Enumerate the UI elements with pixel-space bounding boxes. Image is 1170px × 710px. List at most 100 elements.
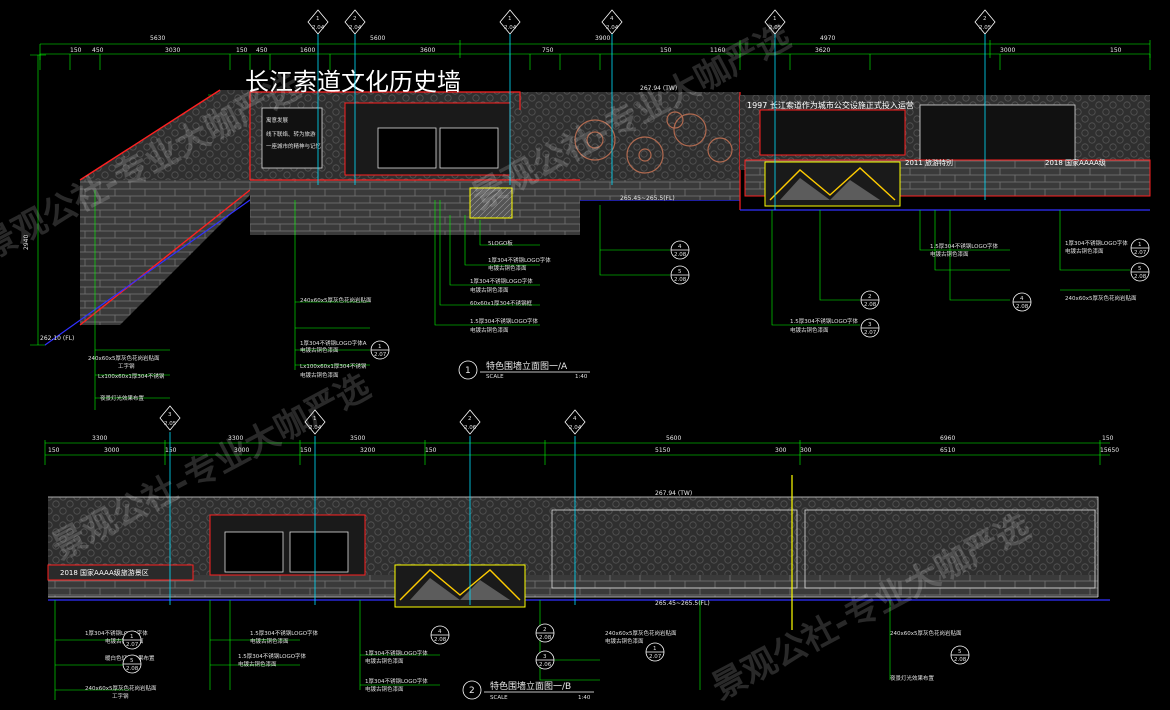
svg-text:240x60x5厚灰色花岗岩贴面: 240x60x5厚灰色花岗岩贴面 (1065, 294, 1137, 302)
dim-mid-6: 1600 (300, 47, 315, 54)
svg-text:3: 3 (168, 412, 172, 418)
right-display-1 (759, 109, 906, 156)
svg-text:2: 2 (868, 294, 872, 300)
svg-text:夜景灯光效果布置: 夜景灯光效果布置 (890, 674, 935, 682)
svg-text:电镀古铜色漆面: 电镀古铜色漆面 (1065, 247, 1104, 255)
svg-text:1: 1 (316, 16, 320, 22)
svg-text:150: 150 (1102, 435, 1114, 442)
slope-wall (80, 180, 250, 325)
wall-brick-2 (48, 575, 1098, 597)
svg-text:6960: 6960 (940, 435, 955, 442)
sign-2018-2: 2018 国家AAAA级旅游景区 (60, 568, 149, 577)
svg-text:2.08: 2.08 (539, 635, 552, 641)
leader-lines-1 (94, 190, 1130, 410)
notice-line-1: 寓意发展 (266, 116, 289, 124)
svg-text:2.08: 2.08 (954, 657, 967, 663)
dim-mid-8: 750 (542, 47, 554, 54)
svg-text:1: 1 (773, 16, 777, 22)
svg-text:2.05: 2.05 (979, 25, 992, 31)
svg-text:1.5厚304不锈钢LOGO字体: 1.5厚304不锈钢LOGO字体 (930, 242, 999, 250)
mountain-fill-1 (780, 178, 880, 200)
slope-outline (79, 89, 251, 326)
svg-text:2.06: 2.06 (464, 425, 477, 431)
notice-line-2: 线下联络、转为旅游 (266, 130, 316, 138)
svg-text:1: 1 (378, 344, 382, 350)
detail-refs-1: 12.07 42.08 52.08 22.08 32.07 42.08 12.0… (370, 238, 1150, 360)
svg-text:150: 150 (48, 447, 60, 454)
svg-text:2.07: 2.07 (1134, 250, 1147, 256)
svg-text:5: 5 (958, 649, 962, 655)
elevation-panel-2: 3300 3300 3500 5600 6960 150 150 3000 15… (44, 405, 1119, 701)
svg-text:1.5厚304不锈钢LOGO字体: 1.5厚304不锈钢LOGO字体 (470, 317, 539, 325)
svg-text:2: 2 (983, 16, 987, 22)
svg-text:2: 2 (469, 686, 475, 696)
svg-text:2: 2 (468, 416, 472, 422)
svg-text:3300: 3300 (92, 435, 107, 442)
svg-text:1: 1 (653, 646, 657, 652)
svg-text:3: 3 (543, 654, 547, 660)
svg-text:2.08: 2.08 (1016, 304, 1029, 310)
svg-text:Lx100x60x1厚304不锈钢: Lx100x60x1厚304不锈钢 (98, 372, 165, 380)
dim-mid-11: 3620 (815, 47, 830, 54)
svg-text:2.05: 2.05 (164, 421, 177, 427)
svg-text:1厚304不锈钢LOGO字体A: 1厚304不锈钢LOGO字体A (300, 339, 367, 347)
level-fl-2: 265.45~265.5(FL) (655, 600, 710, 607)
svg-text:2.08: 2.08 (864, 302, 877, 308)
svg-text:1厚304不锈钢LOGO字体: 1厚304不锈钢LOGO字体 (488, 256, 551, 264)
section-lines-2 (169, 432, 576, 605)
svg-text:4: 4 (610, 16, 614, 22)
dim-top-1: 5630 (150, 35, 165, 42)
svg-text:2.07: 2.07 (649, 654, 662, 660)
dim-mid-10: 1160 (710, 47, 725, 54)
svg-text:2.08: 2.08 (126, 666, 139, 672)
svg-text:1.5厚304不锈钢LOGO字体: 1.5厚304不锈钢LOGO字体 (250, 629, 319, 637)
svg-text:240x60x5厚灰色花岗岩贴面: 240x60x5厚灰色花岗岩贴面 (605, 629, 677, 637)
svg-text:300: 300 (775, 447, 787, 454)
svg-text:2.06: 2.06 (539, 662, 552, 668)
svg-text:1:40: 1:40 (578, 695, 591, 701)
level-tw-2: 267.94 (TW) (655, 490, 692, 497)
svg-text:2.07: 2.07 (126, 642, 139, 648)
callouts-left-2: 1厚304不锈钢LOGO字体 电镀古铜色漆面 暖白色灯光效果布置 240x60x… (85, 629, 157, 700)
svg-text:150: 150 (165, 447, 177, 454)
svg-text:2.04: 2.04 (569, 425, 582, 431)
svg-text:1.5厚304不锈钢LOGO字体: 1.5厚304不锈钢LOGO字体 (790, 317, 859, 325)
drawing-title-2: 2 特色围墙立面图一/B SCALE 1:40 (462, 680, 594, 701)
svg-text:SCALE: SCALE (490, 695, 508, 701)
dim-top-4: 4970 (820, 35, 835, 42)
svg-text:5: 5 (1138, 266, 1142, 272)
wall-title: 长江索道文化历史墙 (245, 68, 461, 96)
dim-mid-9: 150 (660, 47, 672, 54)
svg-text:2.08: 2.08 (434, 637, 447, 643)
callouts-left-1: 240x60x5厚灰色花岗岩贴面 工字钢 240x60x5厚灰色花岗岩贴面 Lx… (88, 296, 372, 402)
svg-text:2.04: 2.04 (312, 25, 325, 31)
wall-outline-2 (48, 496, 1099, 598)
detail-refs-2: 12.07 52.08 42.08 22.08 32.06 12.07 52.0… (122, 623, 970, 674)
svg-text:5: 5 (130, 658, 134, 664)
svg-text:电镀古铜色漆面: 电镀古铜色漆面 (250, 637, 289, 645)
svg-text:4: 4 (573, 416, 577, 422)
section-lines-1 (317, 34, 986, 210)
slope-stone (80, 90, 250, 180)
svg-text:240x60x5厚灰色花岗岩贴面: 240x60x5厚灰色花岗岩贴面 (88, 354, 160, 362)
svg-text:1厚304不锈钢LOGO字体: 1厚304不锈钢LOGO字体 (1065, 239, 1128, 247)
dimension-lines-top-1 (39, 40, 1151, 70)
drawing-title-1: 1 特色围墙立面图一/A SCALE 1:40 (458, 360, 590, 380)
svg-text:60x60x1厚304不锈钢框: 60x60x1厚304不锈钢框 (470, 299, 533, 307)
dim-mid-3: 3030 (165, 47, 180, 54)
dim-mid-2: 450 (92, 47, 104, 54)
mountain-silhouette-1 (769, 167, 896, 201)
svg-text:特色围墙立面图一/A: 特色围墙立面图一/A (486, 360, 568, 372)
elevation-panel-1: 5630 5600 3900 4970 150 450 3030 150 450… (23, 9, 1151, 410)
svg-text:5LOGO板: 5LOGO板 (488, 239, 513, 247)
mountain-silhouette-2 (399, 569, 521, 601)
svg-text:2: 2 (543, 627, 547, 633)
sign-1997: 1997 长江索道作为城市公交设施正式投入运营 (747, 100, 914, 110)
svg-text:电镀古铜色漆面: 电镀古铜色漆面 (930, 250, 969, 258)
svg-text:4: 4 (1020, 296, 1024, 302)
notice-line-3: 一座城市的精神与记忆 (266, 142, 322, 150)
svg-text:1: 1 (313, 416, 317, 422)
svg-text:2: 2 (353, 16, 357, 22)
svg-text:2.07: 2.07 (864, 330, 877, 336)
